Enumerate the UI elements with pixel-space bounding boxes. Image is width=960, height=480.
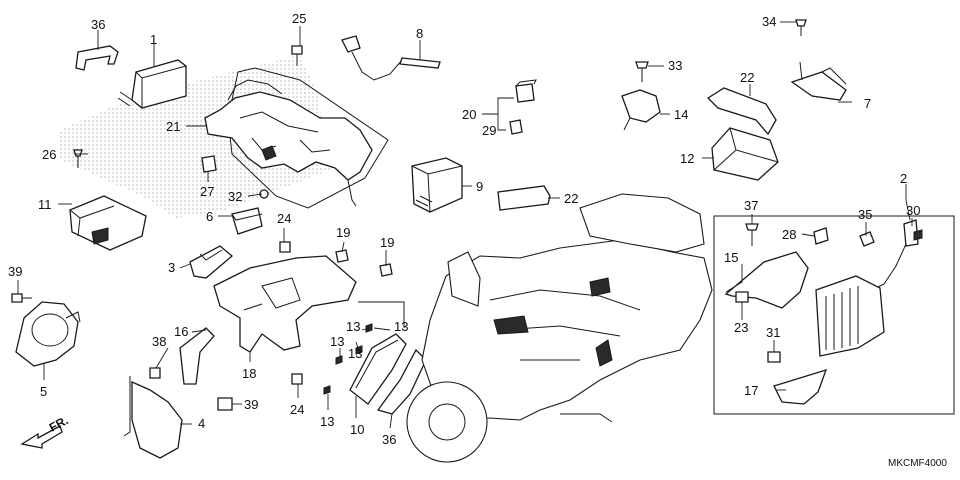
bracket-part-16[interactable] xyxy=(179,327,215,385)
bracket-part-7[interactable] xyxy=(790,61,847,101)
callout-13-d: 13 xyxy=(348,346,362,361)
callout-24-upper: 24 xyxy=(277,211,291,226)
motorcycle-illustration xyxy=(406,193,713,463)
callout-33: 33 xyxy=(668,58,682,73)
screw-part-31[interactable] xyxy=(767,351,781,363)
callout-14: 14 xyxy=(674,107,688,122)
ecu-part-9[interactable] xyxy=(411,157,463,213)
callout-12: 12 xyxy=(680,151,694,166)
callout-34: 34 xyxy=(762,14,776,29)
callout-29: 29 xyxy=(482,123,496,138)
clip-part-36[interactable] xyxy=(75,45,119,71)
front-direction-arrow: FR. xyxy=(20,413,70,449)
callout-24-lower: 24 xyxy=(290,402,304,417)
callout-15: 15 xyxy=(724,250,738,265)
callout-19-left: 19 xyxy=(336,225,350,240)
callout-38: 38 xyxy=(152,334,166,349)
callout-25: 25 xyxy=(292,11,306,26)
callout-4: 4 xyxy=(198,416,205,431)
callout-18: 18 xyxy=(242,366,256,381)
callout-22-lower: 22 xyxy=(564,191,578,206)
leader-lines xyxy=(17,21,913,429)
bolt-part-39-right[interactable] xyxy=(217,397,233,411)
nut-part-24-upper[interactable] xyxy=(279,241,291,253)
callout-13-a: 13 xyxy=(346,319,360,334)
cover-part-17[interactable] xyxy=(773,368,828,405)
callout-labels: 36 1 25 8 33 34 7 22 20 29 14 21 26 12 2… xyxy=(8,11,920,447)
module-part-11[interactable] xyxy=(69,195,147,251)
cable-part-30[interactable] xyxy=(871,219,923,291)
diagram-code: MKCMF4000 xyxy=(888,458,947,469)
horn-part-4[interactable] xyxy=(123,376,183,459)
callout-5: 5 xyxy=(40,384,47,399)
callout-39-right: 39 xyxy=(244,397,258,412)
horn-part-5[interactable] xyxy=(15,301,81,367)
cover-part-22-upper[interactable] xyxy=(706,87,777,136)
wire-guide-part-10[interactable] xyxy=(349,333,407,405)
connector-part-3[interactable] xyxy=(189,245,234,279)
callout-35: 35 xyxy=(858,207,872,222)
control-unit-part-1[interactable] xyxy=(117,59,187,109)
section-divider-center xyxy=(358,301,405,328)
bolt-part-25[interactable] xyxy=(291,45,303,66)
clip-part-19-right[interactable] xyxy=(379,263,393,277)
regulator-part-2[interactable] xyxy=(815,275,885,357)
callout-20: 20 xyxy=(462,107,476,122)
callout-28: 28 xyxy=(782,227,796,242)
callout-6: 6 xyxy=(206,209,213,224)
relay-part-20[interactable] xyxy=(515,79,537,103)
screw-part-34[interactable] xyxy=(795,19,807,36)
bolt-part-23[interactable] xyxy=(735,291,749,303)
callout-8: 8 xyxy=(416,26,423,41)
callout-10: 10 xyxy=(350,422,364,437)
callout-30: 30 xyxy=(906,203,920,218)
callout-11: 11 xyxy=(38,197,52,212)
nut-part-35[interactable] xyxy=(859,231,875,247)
harness-bracket-part-21[interactable] xyxy=(204,79,373,207)
callout-16: 16 xyxy=(174,324,188,339)
sensor-wire-part-8[interactable] xyxy=(341,35,441,81)
clip-part-13[interactable] xyxy=(323,323,373,395)
callout-13-c: 13 xyxy=(330,334,344,349)
callout-1: 1 xyxy=(150,32,157,47)
callout-13-b: 13 xyxy=(394,319,408,334)
callout-31: 31 xyxy=(766,325,780,340)
section-divider-right xyxy=(713,215,955,415)
nut-part-38[interactable] xyxy=(149,367,161,379)
callout-36: 36 xyxy=(91,17,105,32)
screw-part-33[interactable] xyxy=(635,61,649,82)
clip-part-29[interactable] xyxy=(509,119,523,135)
bolt-part-39-left[interactable] xyxy=(11,293,32,303)
callout-39-left: 39 xyxy=(8,264,22,279)
callout-23: 23 xyxy=(734,320,748,335)
clip-part-28[interactable] xyxy=(813,227,829,245)
bolt-part-37[interactable] xyxy=(745,223,759,246)
callout-37: 37 xyxy=(744,198,758,213)
nut-part-24-lower[interactable] xyxy=(291,373,303,385)
bracket-plate-part-18[interactable] xyxy=(213,255,357,353)
callout-13-e: 13 xyxy=(320,414,334,429)
cover-part-22-lower[interactable] xyxy=(497,185,551,211)
module-part-12[interactable] xyxy=(711,127,779,181)
callout-19-right: 19 xyxy=(380,235,394,250)
callout-2: 2 xyxy=(900,171,907,186)
sensor-part-14[interactable] xyxy=(621,89,661,131)
callout-9: 9 xyxy=(476,179,483,194)
relay-part-6[interactable] xyxy=(231,207,263,235)
callout-26: 26 xyxy=(42,147,56,162)
callout-36-lower: 36 xyxy=(382,432,396,447)
callout-22-upper: 22 xyxy=(740,70,754,85)
callout-17: 17 xyxy=(744,383,758,398)
callout-3: 3 xyxy=(168,260,175,275)
clip-part-27[interactable] xyxy=(201,155,217,173)
callout-27: 27 xyxy=(200,184,214,199)
callout-7: 7 xyxy=(864,96,871,111)
screw-part-26[interactable] xyxy=(73,149,83,168)
callout-32: 32 xyxy=(228,189,242,204)
callout-21: 21 xyxy=(166,119,180,134)
